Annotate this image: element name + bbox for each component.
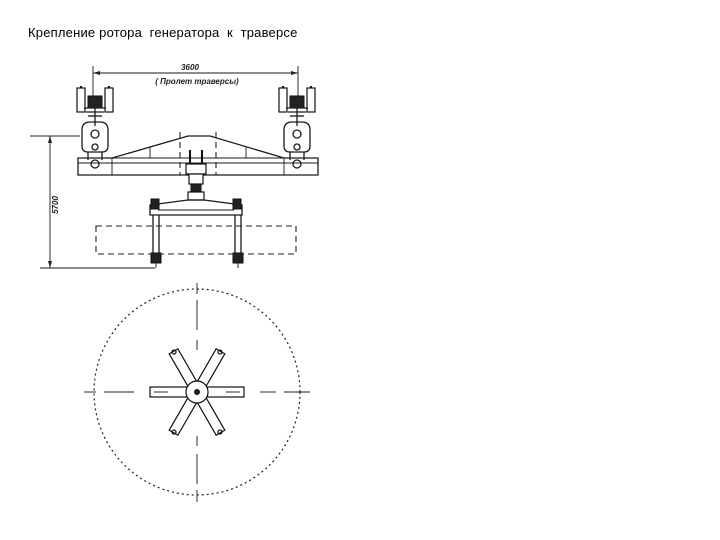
span-dimension-value: 3600 — [181, 63, 199, 72]
traverse-beam — [30, 132, 319, 176]
central-hanger — [185, 150, 207, 201]
slide-title: Крепление ротора генератора к траверсе — [28, 25, 298, 40]
rotor-side-view — [95, 225, 297, 255]
span-dimension-note: ( Пролет траверсы) — [155, 77, 239, 86]
rotor-plan-view — [84, 283, 310, 502]
height-dimension: 5700 — [40, 136, 155, 269]
lower-beam-and-rods — [149, 198, 244, 268]
span-dimension: 3600 ( Пролет траверсы) — [92, 63, 299, 96]
rotor-spider — [149, 347, 245, 437]
left-hook-assembly — [76, 86, 114, 160]
height-dimension-value: 5700 — [51, 196, 60, 214]
right-hook-assembly — [278, 86, 316, 160]
